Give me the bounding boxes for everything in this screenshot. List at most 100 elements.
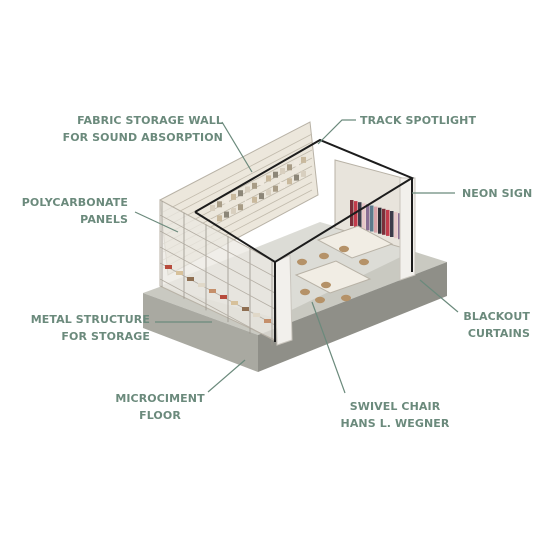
fabric-roll	[273, 185, 278, 192]
fabric-roll	[210, 205, 215, 211]
grid-shelf	[159, 214, 276, 278]
garment	[366, 204, 370, 231]
leader-swivel-chair	[311, 301, 346, 394]
label-line: TRACK SPOTLIGHT	[360, 114, 477, 127]
label-line: NEON SIGN	[462, 187, 533, 200]
swivel-chair	[341, 294, 351, 302]
label-neon-sign: NEON SIGN	[462, 185, 532, 202]
work-table-front	[294, 260, 372, 294]
swivel-chair	[321, 281, 331, 289]
shelf-line	[162, 133, 313, 213]
storage-item	[165, 265, 172, 269]
label-track-spotlight: TRACK SPOTLIGHT	[360, 112, 476, 129]
swivel-chair	[297, 258, 307, 266]
fabric-roll	[238, 204, 243, 211]
grid-shelf	[159, 230, 276, 294]
label-swivel-chair: SWIVEL CHAIR HANS L. WEGNER	[335, 398, 455, 432]
garment	[382, 208, 386, 235]
leader-polycarbonate	[134, 211, 179, 233]
fabric-roll	[245, 200, 250, 207]
swivel-chair	[315, 296, 325, 304]
label-line: FABRIC STORAGE WALL	[77, 114, 223, 127]
blackout-curtain-front	[274, 254, 293, 346]
garment	[386, 209, 390, 236]
fabric-roll	[259, 193, 264, 200]
garment	[390, 211, 394, 237]
label-line: POLYCARBONATE	[21, 196, 128, 209]
leader-microciment	[207, 359, 246, 393]
swivel-chair	[359, 258, 369, 266]
garment	[378, 207, 382, 234]
fabric-roll	[294, 160, 299, 167]
garment	[358, 202, 362, 229]
storage-item	[242, 307, 249, 311]
fabric-roll	[224, 211, 229, 218]
fabric-roll	[280, 182, 285, 188]
fabric-roll	[224, 197, 229, 204]
fabric-roll	[287, 164, 292, 171]
swivel-chair	[300, 288, 310, 296]
garment	[370, 205, 374, 232]
label-line: FOR STORAGE	[61, 330, 150, 343]
shelf-line	[162, 141, 313, 221]
label-polycarbonate-panels: POLYCARBONATE PANELS	[10, 194, 128, 228]
swivel-chair	[339, 245, 349, 253]
leader-blackout	[419, 279, 459, 313]
work-table-back	[316, 225, 394, 259]
storage-item	[209, 289, 216, 293]
fabric-roll	[231, 207, 236, 214]
label-line: METAL STRUCTURE	[30, 313, 150, 326]
fabric-roll	[287, 178, 292, 185]
storage-item	[264, 319, 271, 323]
label-line: PANELS	[80, 213, 128, 226]
storage-item	[187, 277, 194, 281]
label-blackout-curtains: BLACKOUT CURTAINS	[440, 308, 530, 342]
fabric-roll	[217, 201, 222, 208]
garment	[394, 212, 398, 239]
label-line: FLOOR	[139, 409, 181, 422]
fabric-roll	[301, 156, 306, 163]
leader-track-spotlight	[317, 119, 356, 145]
fabric-roll	[301, 170, 306, 177]
fabric-roll	[252, 196, 257, 203]
label-line: HANS L. WEGNER	[340, 417, 450, 430]
label-line: CURTAINS	[467, 327, 530, 340]
fabric-roll	[217, 215, 222, 222]
fabric-roll	[273, 171, 278, 178]
label-line: MICROCIMENT	[115, 392, 205, 405]
swivel-chair	[319, 252, 329, 260]
label-fabric-storage-wall: FABRIC STORAGE WALL FOR SOUND ABSORPTION	[55, 112, 223, 146]
garment	[350, 200, 354, 226]
storage-item	[253, 313, 260, 317]
swivel-chairs	[297, 245, 369, 304]
leader-fabric-storage	[221, 121, 253, 173]
fabric-roll	[266, 175, 271, 182]
fabric-roll	[231, 193, 236, 200]
label-metal-structure: METAL STRUCTURE FOR STORAGE	[5, 311, 150, 345]
garment	[362, 203, 366, 230]
metal-storage-grid	[159, 201, 276, 346]
platform-right-face	[258, 262, 447, 372]
fabric-roll	[280, 168, 285, 174]
label-microciment-floor: MICROCIMENT FLOOR	[112, 390, 208, 424]
garment	[354, 201, 358, 228]
storage-item	[220, 295, 227, 299]
platform-left-face	[143, 293, 258, 372]
label-line: FOR SOUND ABSORPTION	[62, 131, 223, 144]
grid-shelf	[159, 246, 276, 310]
fabric-roll	[245, 186, 250, 193]
storage-item	[198, 283, 205, 287]
grid-shelf	[159, 278, 276, 342]
fabric-roll	[238, 190, 243, 197]
label-line: BLACKOUT	[463, 310, 530, 323]
fabric-roll	[266, 189, 271, 196]
fabric-roll	[294, 174, 299, 181]
storage-item	[231, 301, 238, 305]
garment	[374, 206, 378, 233]
storage-item	[176, 271, 183, 275]
fabric-roll	[259, 179, 264, 186]
fabric-roll	[252, 182, 257, 189]
label-line: SWIVEL CHAIR	[349, 400, 441, 413]
